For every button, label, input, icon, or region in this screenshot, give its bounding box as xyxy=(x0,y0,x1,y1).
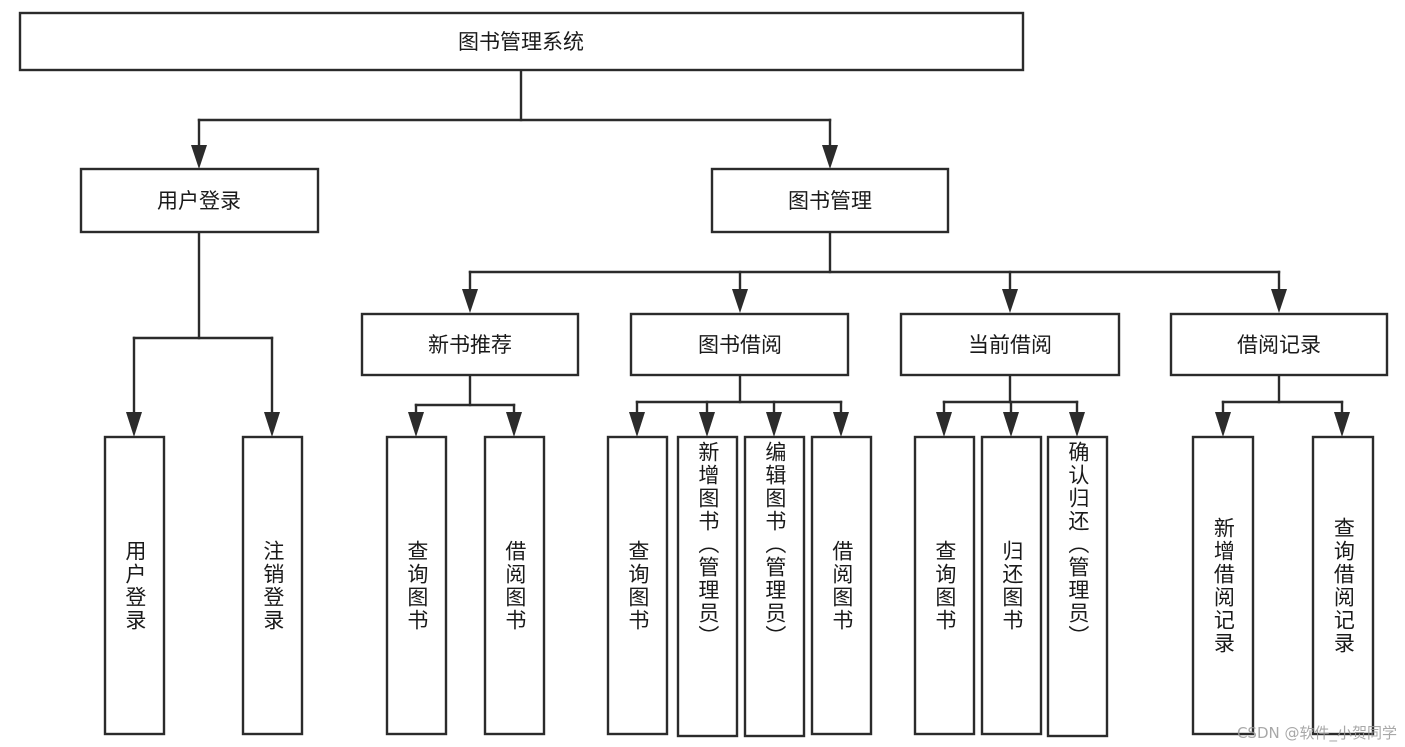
arrow-head-leaf-query-book-1 xyxy=(408,412,424,437)
connector-group-userlogin-leaves xyxy=(126,230,280,437)
arrow-head-currentborrow xyxy=(1002,289,1018,313)
node-new-book-recommend-label: 新书推荐 xyxy=(428,333,512,357)
node-root-label: 图书管理系统 xyxy=(458,30,584,54)
arrow-head-userlogin xyxy=(191,145,207,169)
node-borrow-record-label: 借阅记录 xyxy=(1237,333,1321,357)
node-leaf-query-book-2-box[interactable] xyxy=(606,435,669,736)
node-leaf-return-book-box[interactable] xyxy=(980,435,1043,736)
node-leaf-confirm-return-box[interactable] xyxy=(1046,435,1109,738)
arrow-head-leaf-edit-book xyxy=(766,412,782,437)
node-leaf-user-login-box[interactable] xyxy=(103,435,166,736)
arrow-head-bookmanage xyxy=(822,145,838,169)
node-leaf-add-book-box[interactable] xyxy=(676,435,739,738)
arrow-head-leaf-add-book xyxy=(699,412,715,437)
arrow-head-leaf-query-record xyxy=(1334,412,1350,437)
arrow-head-leaf-borrow-book-1 xyxy=(506,412,522,437)
arrow-head-leaf-query-book-3 xyxy=(936,412,952,437)
connector-group-bookmanage xyxy=(462,230,1287,313)
connector-group-borrowrecord-leaves xyxy=(1215,373,1350,437)
connector-group-bookborrow-leaves xyxy=(629,373,849,437)
node-book-manage-box[interactable] xyxy=(710,167,950,234)
arrow-head-newbook xyxy=(462,289,478,313)
arrow-head-bookborrow xyxy=(732,289,748,313)
node-user-login-label: 用户登录 xyxy=(157,189,241,213)
node-user-login-box[interactable] xyxy=(79,167,320,234)
node-book-borrow-box[interactable] xyxy=(629,312,850,377)
arrow-head-leaf-user-login xyxy=(126,412,142,437)
node-leaf-logout-box[interactable] xyxy=(241,435,304,736)
node-leaf-query-book-1-box[interactable] xyxy=(385,435,448,736)
arrow-head-leaf-add-record xyxy=(1215,412,1231,437)
node-new-book-recommend-box[interactable] xyxy=(360,312,580,377)
connector-group-currentborrow-leaves xyxy=(936,373,1085,437)
node-current-borrow-box[interactable] xyxy=(899,312,1121,377)
node-leaf-query-record-box[interactable] xyxy=(1311,435,1375,736)
node-leaf-add-record-box[interactable] xyxy=(1191,435,1255,736)
node-leaf-borrow-book-1-box[interactable] xyxy=(483,435,546,736)
node-leaf-edit-book-box[interactable] xyxy=(743,435,806,738)
node-borrow-record-box[interactable] xyxy=(1169,312,1389,377)
node-leaf-query-book-3-box[interactable] xyxy=(913,435,976,736)
node-book-manage-label: 图书管理 xyxy=(788,189,872,213)
arrow-head-leaf-borrow-book-2 xyxy=(833,412,849,437)
connector-group-newbook-leaves xyxy=(408,373,522,437)
node-current-borrow-label: 当前借阅 xyxy=(968,333,1052,357)
arrow-head-borrowrecord xyxy=(1271,289,1287,313)
connector-group-root xyxy=(191,68,838,169)
node-leaf-borrow-book-2-box[interactable] xyxy=(810,435,873,736)
arrow-head-leaf-query-book-2 xyxy=(629,412,645,437)
arrow-head-leaf-confirm-return xyxy=(1069,412,1085,437)
node-book-borrow-label: 图书借阅 xyxy=(698,333,782,357)
arrow-head-leaf-logout xyxy=(264,412,280,437)
node-root-box[interactable] xyxy=(18,11,1025,72)
arrow-head-leaf-return-book xyxy=(1003,412,1019,437)
